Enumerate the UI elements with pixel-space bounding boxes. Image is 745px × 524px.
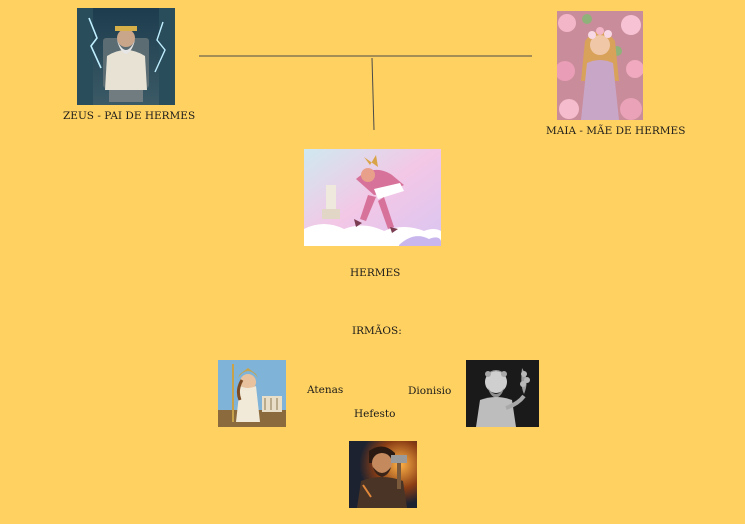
dionysus-label: Dionisio xyxy=(408,385,452,397)
hephaestus-portrait xyxy=(349,441,417,508)
athena-portrait xyxy=(218,360,286,427)
zeus-portrait xyxy=(77,8,175,105)
hephaestus-label: Hefesto xyxy=(354,408,396,420)
hermes-portrait xyxy=(304,149,441,246)
maia-label: MAIA - MÃE DE HERMES xyxy=(546,125,686,137)
zeus-label: ZEUS - PAI DE HERMES xyxy=(63,110,196,122)
athena-label: Atenas xyxy=(307,384,344,396)
maia-portrait xyxy=(557,11,643,120)
descent-vertical-line xyxy=(371,57,375,131)
hermes-label: HERMES xyxy=(350,267,401,279)
siblings-heading: IRMÃOS: xyxy=(352,325,402,337)
dionysus-portrait xyxy=(466,360,539,427)
